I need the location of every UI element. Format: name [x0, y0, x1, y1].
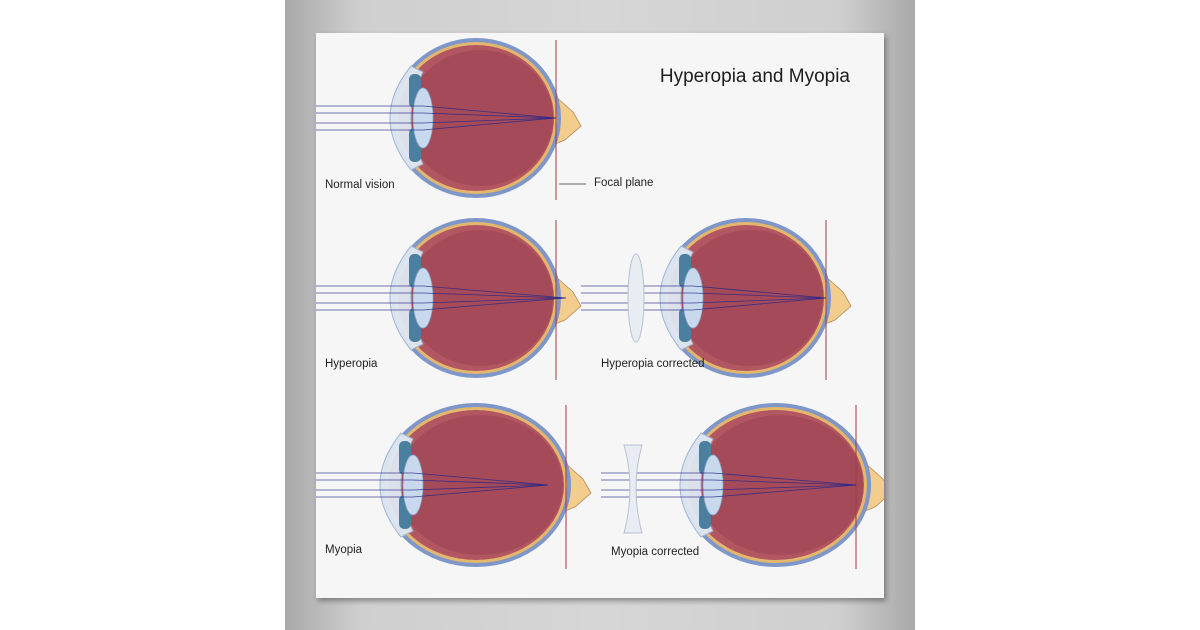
hyperopia-corrected-eye-light-ray-2 — [581, 292, 827, 299]
hyperopia-eye-lens — [412, 267, 434, 329]
normal-eye-lens — [412, 87, 434, 149]
hyperopia-eye-light-ray-2 — [316, 292, 567, 299]
label-myopia-corrected: Myopia corrected — [611, 546, 700, 558]
normal-eye-light-ray-1 — [316, 105, 557, 119]
myopia-corrected-eye-light-ray-4 — [601, 484, 857, 498]
normal-eye-vitreous-body — [407, 50, 553, 186]
hyperopia-corrected-eye-light-ray-1 — [581, 285, 827, 299]
normal-eye — [316, 38, 582, 200]
hyperopia-eye-vitreous-body — [407, 230, 553, 366]
hyperopia-corrected-eye — [581, 218, 852, 380]
hyperopia-corrected-eye-light-ray-3 — [581, 297, 827, 304]
normal-eye-light-ray-3 — [316, 117, 557, 124]
eye-diagram — [316, 38, 884, 569]
myopia-corrected-eye-light-ray-2 — [601, 479, 857, 486]
label-hyperopia-corrected: Hyperopia corrected — [601, 358, 705, 370]
myopia-eye-light-ray-2 — [316, 479, 549, 486]
label-normal-vision: Normal vision — [325, 179, 395, 191]
myopia-corrected-eye-vitreous-body — [697, 415, 863, 555]
concave-lens — [623, 444, 643, 534]
label-myopia: Myopia — [325, 544, 363, 556]
myopia-eye-light-ray-4 — [316, 484, 549, 498]
hyperopia-eye — [316, 218, 582, 380]
myopia-eye-vitreous-body — [397, 415, 563, 555]
hyperopia-corrected-eye-light-ray-4 — [581, 297, 827, 311]
normal-eye-light-ray-4 — [316, 117, 557, 131]
myopia-corrected-eye-light-ray-1 — [601, 472, 857, 486]
hyperopia-corrected-eye-lens — [682, 267, 704, 329]
poster-title: Hyperopia and Myopia — [659, 66, 850, 87]
hyperopia-eye-light-ray-3 — [316, 297, 567, 304]
hyperopia-eye-light-ray-4 — [316, 297, 567, 311]
convex-lens — [627, 253, 645, 343]
myopia-eye-lens — [402, 454, 424, 516]
myopia-eye-light-ray-3 — [316, 484, 549, 491]
myopia-eye — [316, 403, 592, 569]
myopia-corrected-eye-lens — [702, 454, 724, 516]
poster: Hyperopia and Myopia Normal vision Focal… — [316, 33, 884, 598]
hyperopia-corrected-eye-vitreous-body — [677, 230, 823, 366]
myopia-corrected-eye — [601, 403, 884, 569]
normal-eye-light-ray-2 — [316, 112, 557, 119]
myopia-eye-light-ray-1 — [316, 472, 549, 486]
label-focal-plane: Focal plane — [594, 177, 654, 189]
myopia-corrected-eye-light-ray-3 — [601, 484, 857, 491]
hyperopia-eye-light-ray-1 — [316, 285, 567, 299]
label-hyperopia: Hyperopia — [325, 358, 378, 370]
